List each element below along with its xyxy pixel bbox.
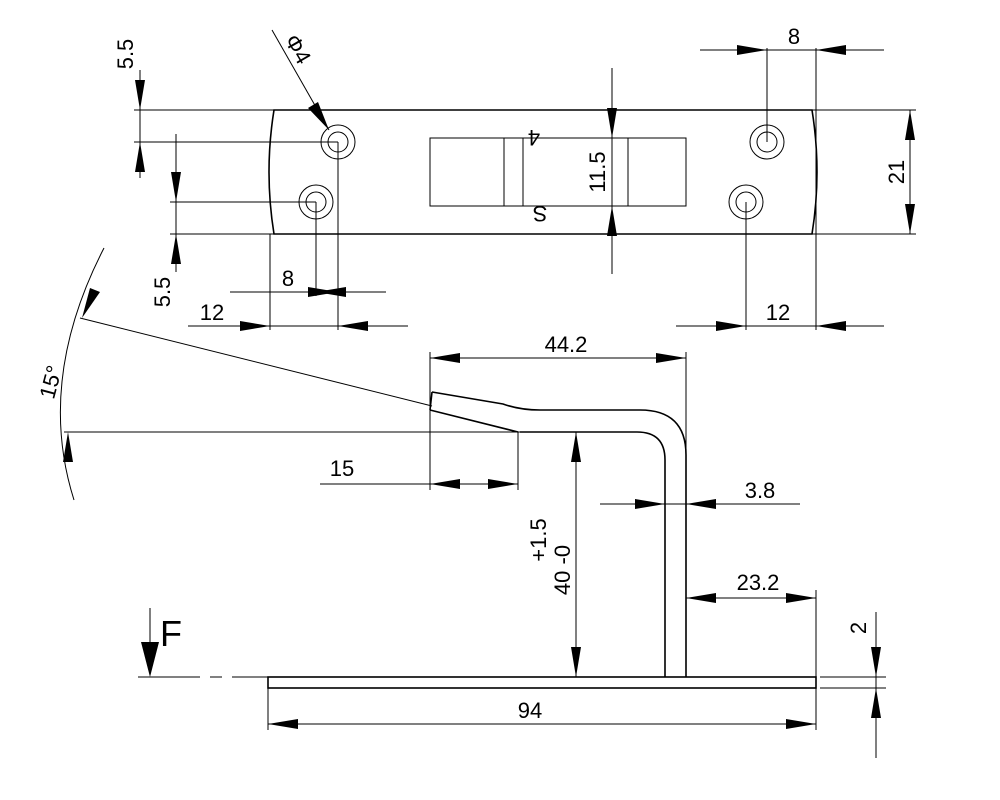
dim-tip-length: 15 bbox=[330, 456, 354, 481]
slot-marking-top: 4 bbox=[528, 125, 540, 150]
dim-height-tolerance: +1.5 bbox=[526, 518, 551, 561]
side-view: 44.2 15° 15 3.8 40 -0 +1.5 23.2 bbox=[34, 247, 886, 758]
dim-left-offset-vertical: 5.5 bbox=[150, 277, 175, 308]
dim-hole-spacing-right: 8 bbox=[788, 24, 800, 49]
dim-arm-length: 44.2 bbox=[545, 332, 588, 357]
dim-wire-thickness: 3.8 bbox=[745, 478, 776, 503]
dim-plate-height: 21 bbox=[884, 160, 909, 184]
dim-right-edge-offset: 12 bbox=[766, 300, 790, 325]
dim-base-length: 94 bbox=[518, 698, 542, 723]
force-label: F bbox=[160, 613, 182, 654]
dim-hole-diameter: Φ4 bbox=[280, 30, 317, 68]
dim-base-offset: 23.2 bbox=[737, 570, 780, 595]
dim-hole-spacing-left: 8 bbox=[282, 266, 294, 291]
dim-base-thickness: 2 bbox=[846, 622, 871, 634]
center-slot bbox=[429, 137, 687, 207]
hook-wire bbox=[520, 431, 666, 677]
top-view: 4 S 5.5 Φ4 bbox=[113, 24, 916, 331]
dim-angle: 15° bbox=[34, 363, 67, 402]
dim-slot-width: 11.5 bbox=[585, 151, 610, 192]
dim-height-nominal: 40 -0 bbox=[550, 545, 575, 595]
base-plate bbox=[267, 676, 817, 689]
dim-top-hole-offset: 5.5 bbox=[113, 39, 138, 70]
dim-left-edge-offset: 12 bbox=[200, 300, 224, 325]
slot-marking-bottom: S bbox=[533, 201, 548, 226]
